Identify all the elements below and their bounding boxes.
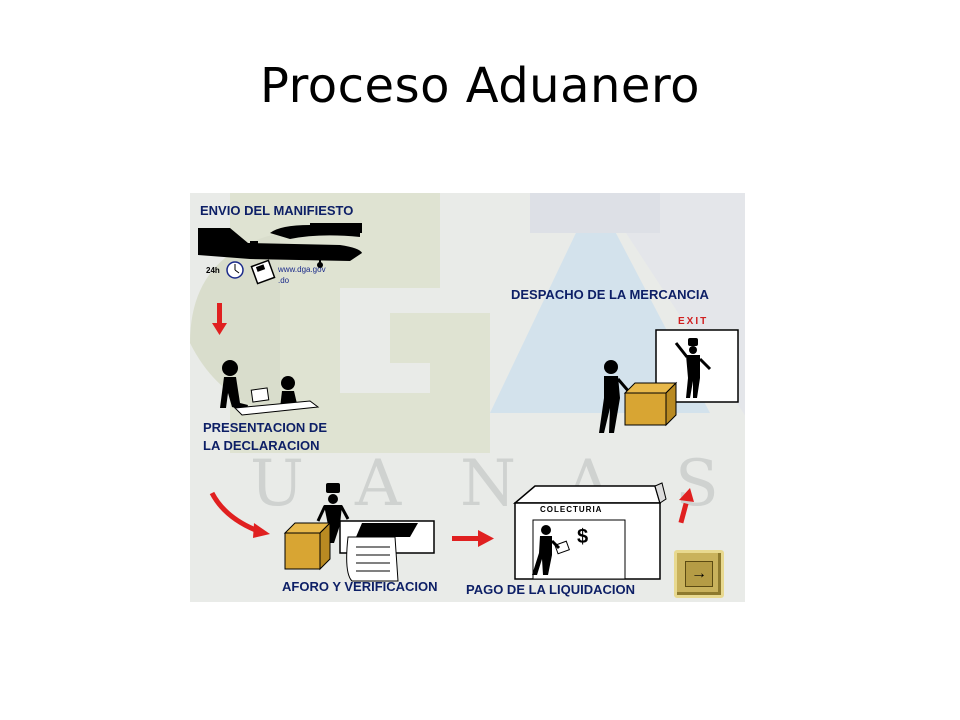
- step-dispatch-label: DESPACHO DE LA MERCANCIA: [511, 286, 709, 303]
- clock-icon: [227, 262, 243, 278]
- slide-title: Proceso Aduanero: [0, 58, 960, 114]
- right-arrow-icon: [452, 530, 494, 547]
- watermark-letter: S: [675, 447, 719, 521]
- step-manifest-label: ENVIO DEL MANIFIESTO: [200, 202, 353, 219]
- arrow-right-icon: →: [685, 561, 713, 587]
- step-inspection-label: AFORO Y VERIFICACION: [282, 578, 438, 595]
- cargo-box-icon: [285, 523, 330, 569]
- url-line-2: .do: [278, 276, 289, 286]
- diagram-artwork: U A N A S: [190, 193, 745, 602]
- time-label: 24h: [206, 266, 220, 275]
- step-declaration-label-1: PRESENTACION DE: [203, 419, 327, 436]
- colecturia-sign: COLECTURIA: [540, 505, 602, 514]
- url-line-1: www.dga.gov: [278, 265, 326, 275]
- cargo-box-icon: [625, 383, 676, 425]
- watermark-letter: N: [460, 447, 516, 521]
- step-declaration-label-2: LA DECLARACION: [203, 437, 320, 454]
- watermark-letter: A: [354, 447, 402, 521]
- next-button[interactable]: →: [674, 550, 724, 598]
- watermark-letter: U: [250, 447, 304, 521]
- scanner-machine-icon: [340, 521, 434, 581]
- exit-sign: EXIT: [678, 316, 708, 327]
- step-payment-label: PAGO DE LA LIQUIDACION: [466, 581, 635, 598]
- customs-process-diagram: U A N A S: [190, 193, 745, 602]
- dollar-sign: $: [577, 526, 588, 549]
